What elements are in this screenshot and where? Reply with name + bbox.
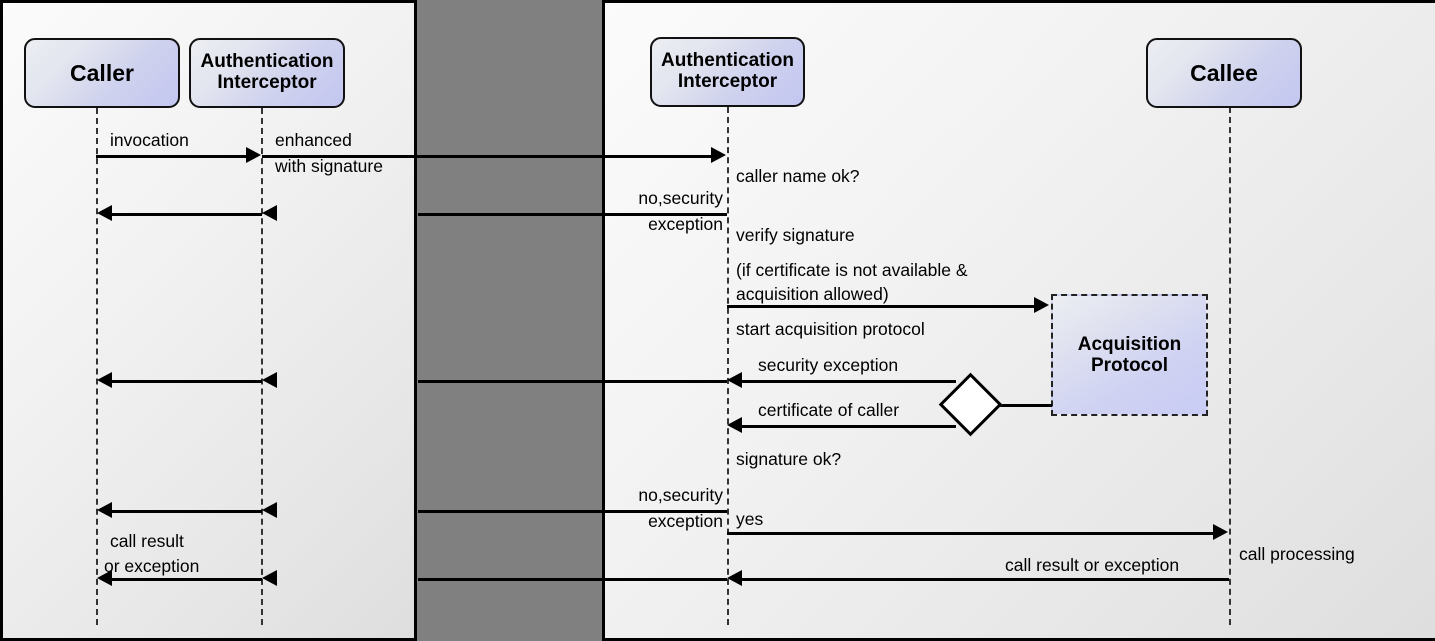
message-security-exception-cont-right — [418, 380, 727, 383]
label-call-processing: call processing — [1239, 544, 1355, 564]
label-signature-ok: signature ok? — [736, 449, 842, 469]
acquisition-protocol-box[interactable]: Acquisition Protocol — [1051, 294, 1208, 416]
message-security-exception-arrowhead-caller — [97, 372, 112, 388]
label-yes: yes — [736, 509, 764, 529]
label-certificate-of-caller: certificate of caller — [758, 400, 900, 420]
message-no-security-2-line-right — [418, 510, 727, 513]
actor-auth-interceptor-right-label: Authentication Interceptor — [661, 50, 794, 92]
message-call-result-arrowhead-caller — [97, 570, 112, 586]
lifeline-caller — [96, 108, 98, 625]
message-call-result-cont-left — [110, 578, 262, 581]
message-no-security-1-line-right — [418, 213, 727, 216]
actor-caller[interactable]: Caller — [24, 38, 180, 108]
actor-callee[interactable]: Callee — [1146, 38, 1302, 108]
label-no-security-2-line1: no,security — [638, 485, 723, 505]
message-call-result-cont-right — [418, 578, 727, 581]
message-no-security-2-line-left — [110, 510, 262, 513]
label-caller-name-ok: caller name ok? — [736, 166, 860, 186]
actor-auth-interceptor-right[interactable]: Authentication Interceptor — [650, 37, 805, 107]
message-call-result-arrowhead-auth — [727, 570, 742, 586]
label-call-result-line1: call result — [110, 531, 184, 551]
message-invocation-arrowhead — [246, 147, 261, 163]
message-yes-line — [727, 532, 1214, 535]
label-enhanced-line1: enhanced — [275, 130, 352, 150]
message-enhanced-line — [262, 155, 712, 158]
label-call-result-line2: or exception — [104, 556, 200, 576]
message-security-exception-arrowhead — [727, 372, 742, 388]
message-certificate-arrowhead — [727, 417, 742, 433]
label-call-result-or-exception: call result or exception — [1005, 555, 1180, 575]
actor-auth-interceptor-left-label: Authentication Interceptor — [200, 51, 334, 93]
message-no-security-1-line-left — [110, 213, 262, 216]
message-invocation-line — [96, 155, 248, 158]
message-security-exception-line — [741, 380, 956, 383]
label-start-acquisition-protocol: start acquisition protocol — [736, 319, 925, 339]
message-enhanced-arrowhead — [711, 147, 726, 163]
message-no-security-2-arrowhead-mid — [262, 502, 277, 518]
message-call-result-line-callee — [741, 578, 1229, 581]
lifeline-auth-interceptor-right — [727, 107, 729, 625]
label-verify-signature: verify signature — [736, 225, 855, 245]
actor-auth-interceptor-left[interactable]: Authentication Interceptor — [189, 38, 345, 108]
acquisition-protocol-label: Acquisition Protocol — [1077, 333, 1182, 376]
label-no-security-2-line2: exception — [648, 511, 723, 531]
message-yes-arrowhead — [1213, 524, 1228, 540]
label-invocation: invocation — [110, 130, 189, 150]
message-start-acquisition-line — [727, 305, 1035, 308]
message-security-exception-arrowhead-mid — [262, 372, 277, 388]
lifeline-callee — [1229, 107, 1231, 625]
actor-caller-label: Caller — [70, 59, 134, 86]
message-call-result-arrowhead-mid — [262, 570, 277, 586]
message-no-security-1-arrowhead-mid — [262, 205, 277, 221]
message-no-security-2-arrowhead-caller — [97, 502, 112, 518]
label-if-certificate-line2: acquisition allowed) — [736, 284, 889, 304]
label-no-security-1-line2: exception — [648, 214, 723, 234]
label-enhanced-line2: with signature — [275, 156, 383, 176]
message-no-security-1-arrowhead-caller — [97, 205, 112, 221]
message-start-acquisition-arrowhead — [1034, 297, 1049, 313]
message-security-exception-cont-left — [110, 380, 262, 383]
message-certificate-line — [741, 425, 956, 428]
label-if-certificate-line1: (if certificate is not available & — [736, 260, 968, 280]
branch-connector-to-acquisition — [990, 404, 1052, 407]
label-no-security-1-line1: no,security — [638, 188, 723, 208]
actor-callee-label: Callee — [1190, 59, 1258, 86]
label-security-exception: security exception — [758, 355, 899, 375]
lifeline-auth-interceptor-left — [261, 108, 263, 625]
